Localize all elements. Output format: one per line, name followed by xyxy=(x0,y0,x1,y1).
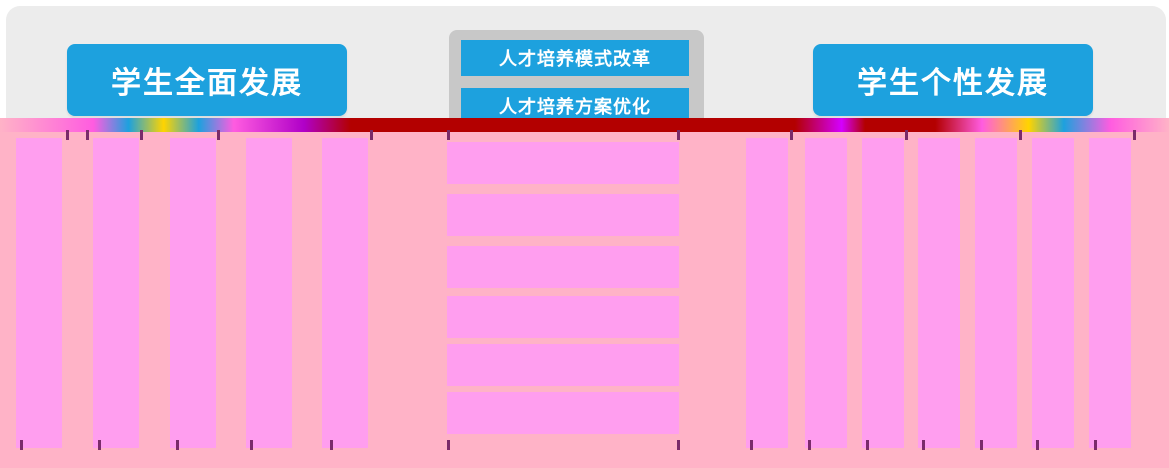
left-column-1 xyxy=(16,138,62,448)
tick-mark xyxy=(370,130,373,140)
tick-mark xyxy=(922,440,925,450)
tick-mark xyxy=(20,440,23,450)
left-column-2 xyxy=(93,138,139,448)
tick-mark xyxy=(750,440,753,450)
tick-mark xyxy=(677,130,680,140)
tick-mark xyxy=(217,130,220,140)
right-column-3 xyxy=(862,138,904,448)
tick-mark xyxy=(250,440,253,450)
tick-mark xyxy=(330,440,333,450)
right-column-6 xyxy=(1032,138,1074,448)
center-item-6 xyxy=(447,392,679,434)
right-column-5 xyxy=(975,138,1017,448)
center-item-2 xyxy=(447,194,679,236)
center-item-4 xyxy=(447,296,679,338)
left-title-box: 学生全面发展 xyxy=(67,44,347,116)
tick-mark xyxy=(677,440,680,450)
tick-mark xyxy=(447,130,450,140)
tick-mark xyxy=(66,130,69,140)
right-column-7 xyxy=(1089,138,1131,448)
tick-mark xyxy=(866,440,869,450)
tick-mark xyxy=(176,440,179,450)
right-title: 学生个性发展 xyxy=(857,66,1049,101)
tick-mark xyxy=(1094,440,1097,450)
center-title-1: 人才培养模式改革 xyxy=(461,40,689,76)
tick-mark xyxy=(1019,130,1022,140)
left-column-3 xyxy=(170,138,216,448)
right-column-4 xyxy=(918,138,960,448)
right-title-box: 学生个性发展 xyxy=(813,44,1093,116)
tick-mark xyxy=(905,130,908,140)
glitch-strip xyxy=(0,118,1169,132)
center-title-1-label: 人才培养模式改革 xyxy=(499,49,651,70)
tick-mark xyxy=(98,440,101,450)
left-title: 学生全面发展 xyxy=(111,66,303,101)
left-column-4 xyxy=(246,138,292,448)
tick-mark xyxy=(980,440,983,450)
tick-mark xyxy=(86,130,89,140)
center-item-5 xyxy=(447,344,679,386)
center-item-1 xyxy=(447,142,679,184)
tick-mark xyxy=(140,130,143,140)
right-column-2 xyxy=(805,138,847,448)
tick-mark xyxy=(1036,440,1039,450)
center-item-3 xyxy=(447,246,679,288)
center-list xyxy=(447,136,679,446)
tick-mark xyxy=(1133,130,1136,140)
tick-mark xyxy=(790,130,793,140)
center-title-2-label: 人才培养方案优化 xyxy=(499,97,651,118)
tick-mark xyxy=(808,440,811,450)
tick-mark xyxy=(447,440,450,450)
right-column-1 xyxy=(746,138,788,448)
left-column-5 xyxy=(322,138,368,448)
